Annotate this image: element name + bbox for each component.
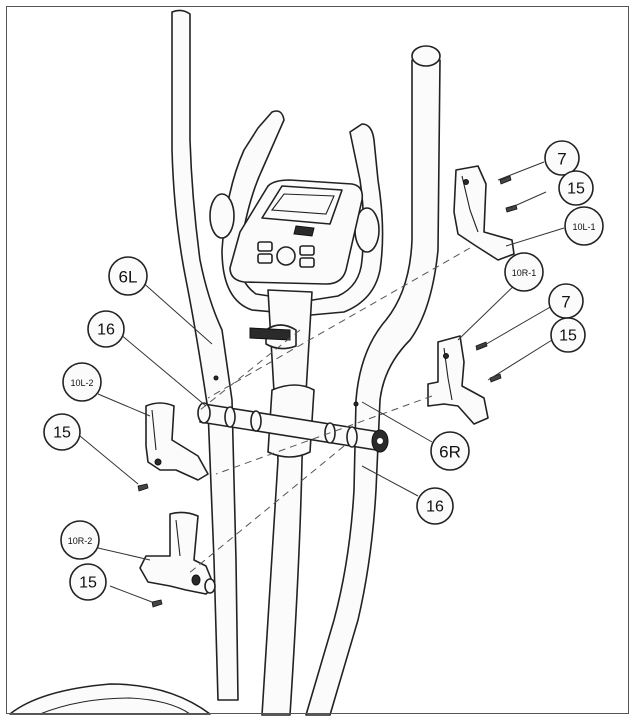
cover-10R-1 (427, 335, 489, 425)
callout-15-right: 15 (550, 317, 586, 353)
callout-label-16-bottom: 16 (426, 499, 444, 516)
callout-label-16-left: 16 (97, 322, 115, 339)
left-moving-arm (171, 9, 239, 701)
callout-10L-1: 10L-1 (564, 206, 604, 246)
callout-label-10L-2: 10L-2 (70, 378, 93, 388)
callout-label-15-bottom: 15 (79, 575, 97, 592)
crossbar-axle (197, 402, 389, 453)
callout-label-10R-1: 10R-1 (512, 268, 537, 278)
callout-7-mid: 7 (548, 283, 584, 319)
callout-label-15-right: 15 (559, 328, 577, 345)
callout-16-left: 16 (87, 310, 125, 348)
cover-10R-2 (139, 511, 216, 595)
callout-10R-2: 10R-2 (60, 520, 100, 560)
callout-16-bottom: 16 (416, 487, 454, 525)
right-moving-arm (305, 45, 441, 716)
callout-label-6R: 6R (439, 443, 461, 462)
callout-label-15-left: 15 (53, 425, 71, 442)
alignment-lines (187, 247, 471, 575)
callout-15-top: 15 (558, 170, 594, 206)
callout-7-top: 7 (544, 140, 580, 176)
callout-6R: 6R (430, 431, 470, 471)
base-frame (9, 683, 211, 715)
callout-label-10L-1: 10L-1 (572, 222, 595, 232)
callout-6L: 6L (108, 256, 148, 296)
static-handlebar (209, 110, 384, 317)
cover-10L-2 (145, 402, 209, 481)
cover-10L-1 (453, 165, 515, 261)
callout-15-left: 15 (43, 413, 81, 451)
leader-lines (79, 161, 565, 603)
callout-15-bottom: 15 (69, 563, 107, 601)
callout-10L-2: 10L-2 (62, 362, 102, 402)
callout-label-15-top: 15 (567, 181, 585, 198)
callout-label-10R-2: 10R-2 (68, 536, 93, 546)
screws (137, 175, 518, 608)
main-mast (249, 289, 315, 716)
console (229, 179, 364, 285)
callout-label-7-mid: 7 (561, 293, 570, 312)
callout-label-7-top: 7 (557, 150, 566, 169)
callout-label-6L: 6L (119, 268, 138, 287)
callout-10R-1: 10R-1 (504, 252, 544, 292)
